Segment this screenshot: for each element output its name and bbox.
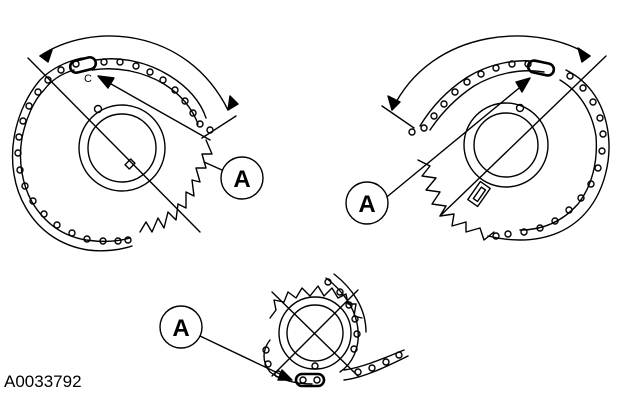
right-chain bbox=[487, 69, 610, 241]
rotation-arrow-left bbox=[39, 35, 229, 111]
callout-label-left: A bbox=[233, 166, 250, 193]
left-camshaft-sprocket: C bbox=[11, 35, 264, 252]
callout-label-right: A bbox=[358, 191, 375, 218]
right-camshaft-sprocket bbox=[345, 35, 610, 241]
left-top-chain bbox=[68, 56, 214, 134]
left-chain bbox=[11, 57, 133, 252]
rotation-arrow-right bbox=[391, 35, 591, 111]
callout-circle-right bbox=[345, 181, 389, 225]
right-top-chain bbox=[408, 59, 556, 136]
crank-chain bbox=[262, 273, 409, 388]
small-mark-left: C bbox=[84, 73, 92, 85]
callout-label-bottom: A bbox=[172, 315, 189, 342]
callout-circle-left bbox=[220, 156, 264, 200]
callout-circle-bottom bbox=[159, 305, 203, 349]
crankshaft-sprocket bbox=[159, 273, 409, 388]
figure-id: A0033792 bbox=[4, 372, 82, 391]
